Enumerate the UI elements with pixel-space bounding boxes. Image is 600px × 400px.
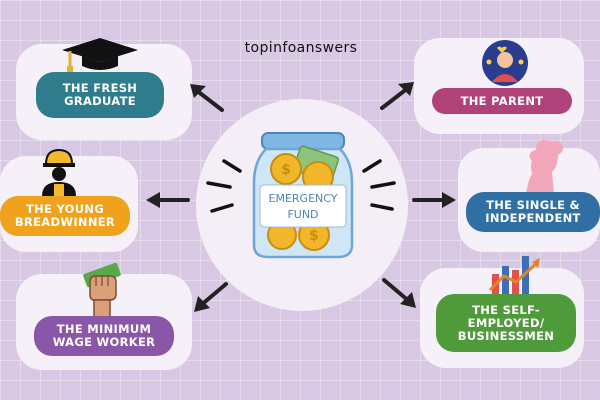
arrow-to-parent [380, 82, 414, 110]
label-parent: THE PARENT [432, 88, 572, 114]
fist-holding-money-icon [83, 262, 121, 318]
label-fresh-graduate: THE FRESH GRADUATE [36, 72, 164, 118]
parent-with-hearts-icon [482, 40, 528, 86]
graduation-cap-icon [62, 38, 138, 74]
jar-label-line2: FUND [287, 208, 318, 221]
label-minimum-wage-worker: THE MINIMUM WAGE WORKER [34, 316, 174, 356]
emergency-fund-jar-icon: $ $ EMERGENCY FUND [206, 132, 396, 259]
arrow-to-minimum-wage-worker [194, 282, 228, 312]
arrow-to-fresh-graduate [190, 84, 224, 112]
arrow-to-young-breadwinner [146, 192, 190, 208]
svg-text:$: $ [281, 162, 291, 178]
arrow-to-self-employed [382, 278, 416, 308]
construction-worker-icon [42, 148, 76, 196]
growth-bar-chart-icon [488, 256, 540, 294]
svg-text:$: $ [309, 228, 319, 244]
arrow-to-single-independent [412, 192, 456, 208]
jar-label-line1: EMERGENCY [269, 192, 338, 205]
label-young-breadwinner: THE YOUNG BREADWINNER [0, 196, 130, 236]
label-self-employed: THE SELF-EMPLOYED/ BUSINESSMEN [436, 294, 576, 352]
brand-title: topinfoanswers [244, 40, 358, 56]
woman-silhouette-icon [526, 140, 563, 194]
label-single-independent: THE SINGLE & INDEPENDENT [466, 192, 600, 232]
